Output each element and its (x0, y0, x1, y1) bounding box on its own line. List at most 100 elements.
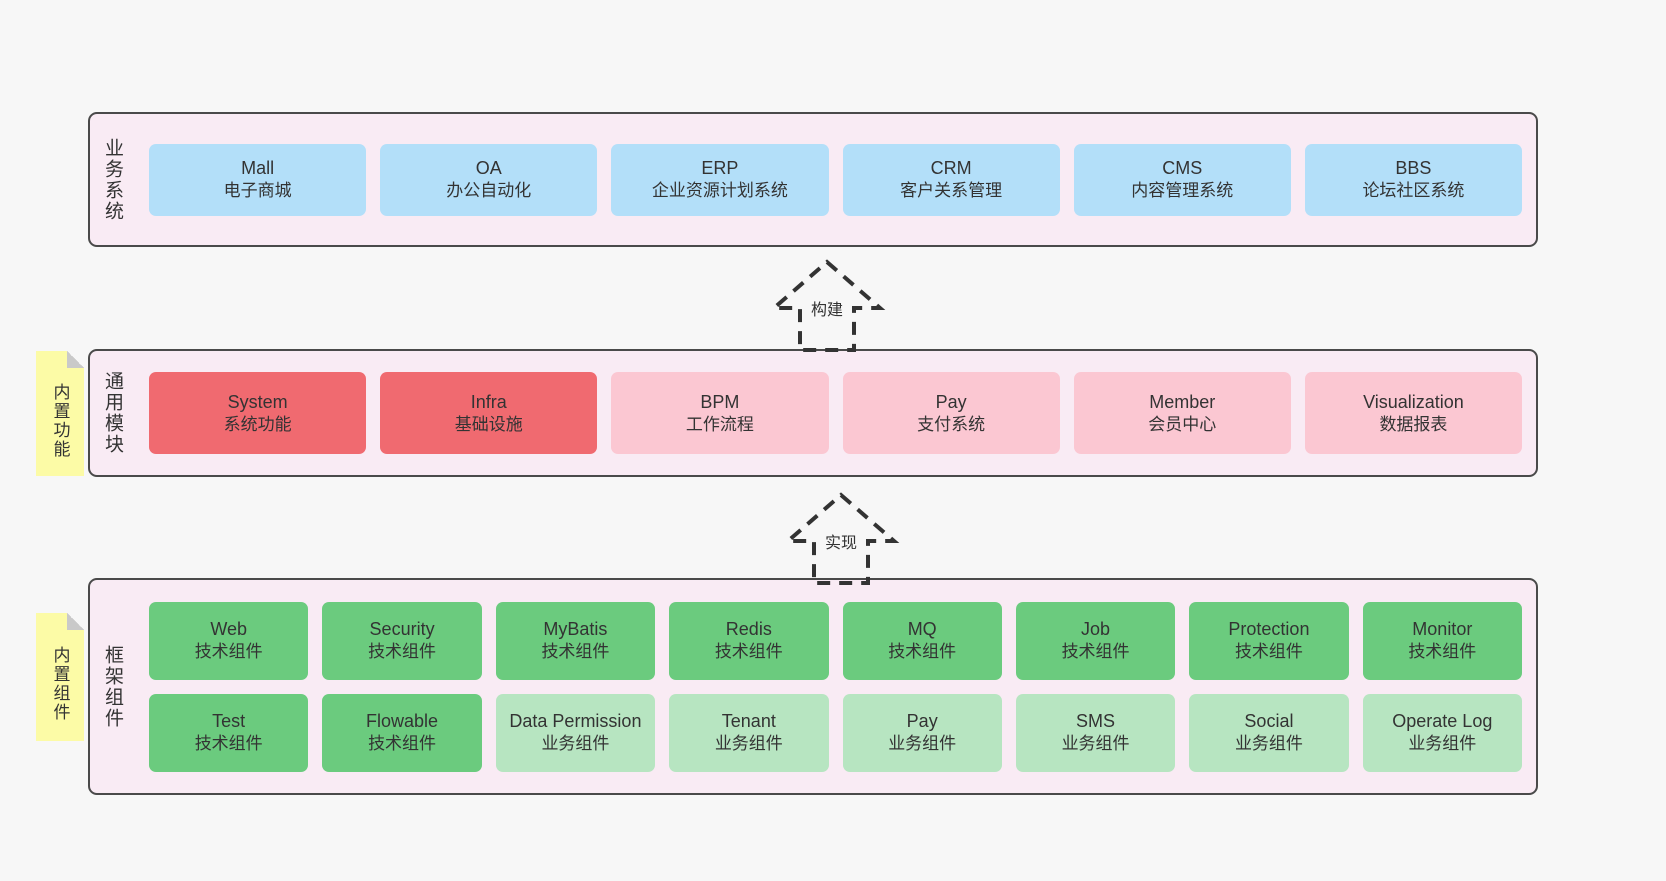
layer-label-framework-components: 框架组件 (102, 644, 123, 729)
card-operate-log[interactable]: Operate Log 业务组件 (1362, 693, 1522, 772)
card-row: Web 技术组件 Security 技术组件 MyBatis 技术组件 Redi… (149, 601, 1522, 680)
sticky-note-text: 内置功能 (50, 382, 70, 459)
card-subtitle: 会员中心 (1148, 414, 1217, 434)
card-title: Flowable (366, 711, 439, 732)
card-flowable[interactable]: Flowable 技术组件 (322, 693, 482, 772)
card-erp[interactable]: ERP 企业资源计划系统 (611, 143, 829, 216)
card-title: Monitor (1412, 619, 1473, 640)
card-title: System (227, 391, 288, 412)
card-member[interactable]: Member 会员中心 (1073, 372, 1291, 454)
sticky-note-builtin-features: 内置功能 (36, 351, 84, 476)
dashed-hollow-arrow-up-icon (782, 492, 900, 585)
card-pay-component[interactable]: Pay 业务组件 (842, 693, 1002, 772)
card-subtitle: 办公自动化 (446, 181, 532, 201)
card-subtitle: 业务组件 (1061, 734, 1130, 754)
card-subtitle: 工作流程 (685, 414, 754, 434)
card-subtitle: 内容管理系统 (1131, 181, 1234, 201)
card-system[interactable]: System 系统功能 (149, 372, 367, 454)
card-subtitle: 业务组件 (1408, 734, 1477, 754)
card-subtitle: 业务组件 (714, 734, 783, 754)
card-title: MyBatis (543, 619, 608, 640)
card-subtitle: 技术组件 (368, 642, 437, 662)
card-crm[interactable]: CRM 客户关系管理 (842, 143, 1060, 216)
sticky-note-text: 内置组件 (50, 646, 70, 722)
card-bpm[interactable]: BPM 工作流程 (611, 372, 829, 454)
card-redis[interactable]: Redis 技术组件 (669, 601, 829, 680)
card-subtitle: 电子商城 (223, 181, 292, 201)
layer-body-business-system: Mall 电子商城 OA 办公自动化 ERP 企业资源计划系统 CRM 客户关系… (135, 114, 1536, 245)
card-monitor[interactable]: Monitor 技术组件 (1362, 601, 1522, 680)
card-subtitle: 技术组件 (1408, 642, 1477, 662)
card-title: CRM (930, 158, 972, 179)
card-title: Web (210, 619, 248, 640)
card-test[interactable]: Test 技术组件 (149, 693, 309, 772)
card-title: Visualization (1363, 391, 1464, 412)
card-subtitle: 论坛社区系统 (1362, 181, 1465, 201)
card-title: BPM (700, 391, 740, 412)
card-subtitle: 支付系统 (917, 414, 986, 434)
layer-framework-components: 框架组件 Web 技术组件 Security 技术组件 MyBatis 技术组件… (88, 578, 1538, 795)
card-mall[interactable]: Mall 电子商城 (149, 143, 367, 216)
layer-body-framework-components: Web 技术组件 Security 技术组件 MyBatis 技术组件 Redi… (135, 580, 1536, 793)
card-title: Member (1149, 391, 1216, 412)
connector-label: 实现 (822, 529, 860, 553)
card-subtitle: 业务组件 (1234, 734, 1303, 754)
card-title: Mall (241, 158, 275, 179)
card-title: Redis (725, 619, 772, 640)
sticky-note-builtin-components: 内置组件 (36, 613, 84, 741)
card-subtitle: 技术组件 (1061, 642, 1130, 662)
card-data-permission[interactable]: Data Permission 业务组件 (495, 693, 656, 772)
card-title: Protection (1228, 619, 1310, 640)
dashed-hollow-arrow-up-icon (768, 259, 886, 352)
card-title: Pay (935, 391, 967, 412)
card-tenant[interactable]: Tenant 业务组件 (669, 693, 829, 772)
layer-common-modules: 通用模块 System 系统功能 Infra 基础设施 BPM 工作流程 Pay… (88, 349, 1538, 477)
card-mybatis[interactable]: MyBatis 技术组件 (495, 601, 656, 680)
card-subtitle: 业务组件 (541, 734, 610, 754)
card-title: CMS (1162, 158, 1203, 179)
card-row: Mall 电子商城 OA 办公自动化 ERP 企业资源计划系统 CRM 客户关系… (149, 143, 1523, 216)
layer-body-common-modules: System 系统功能 Infra 基础设施 BPM 工作流程 Pay 支付系统… (135, 351, 1536, 475)
card-subtitle: 企业资源计划系统 (651, 181, 788, 201)
card-title: Data Permission (509, 711, 642, 732)
card-cms[interactable]: CMS 内容管理系统 (1073, 143, 1291, 216)
card-visualization[interactable]: Visualization 数据报表 (1304, 372, 1523, 454)
card-subtitle: 技术组件 (368, 734, 437, 754)
card-job[interactable]: Job 技术组件 (1015, 601, 1176, 680)
card-pay-module[interactable]: Pay 支付系统 (842, 372, 1060, 454)
card-title: Tenant (721, 711, 776, 732)
card-subtitle: 技术组件 (194, 734, 263, 754)
card-subtitle: 客户关系管理 (900, 181, 1003, 201)
card-title: Social (1244, 711, 1294, 732)
connector-implement: 实现 (761, 489, 921, 585)
connector-build: 构建 (747, 256, 907, 352)
layer-business-system: 业务系统 Mall 电子商城 OA 办公自动化 ERP 企业资源计划系统 CRM… (88, 112, 1538, 247)
card-bbs[interactable]: BBS 论坛社区系统 (1304, 143, 1523, 216)
card-title: Security (369, 619, 435, 640)
card-subtitle: 系统功能 (223, 414, 292, 434)
card-title: Infra (470, 391, 507, 412)
card-web[interactable]: Web 技术组件 (149, 601, 309, 680)
card-protection[interactable]: Protection 技术组件 (1189, 601, 1349, 680)
card-title: Pay (906, 711, 938, 732)
card-sms[interactable]: SMS 业务组件 (1015, 693, 1176, 772)
card-mq[interactable]: MQ 技术组件 (842, 601, 1002, 680)
card-subtitle: 技术组件 (1234, 642, 1303, 662)
card-subtitle: 数据报表 (1379, 414, 1448, 434)
card-subtitle: 技术组件 (888, 642, 957, 662)
card-title: Operate Log (1392, 711, 1493, 732)
card-infra[interactable]: Infra 基础设施 (380, 372, 598, 454)
card-oa[interactable]: OA 办公自动化 (380, 143, 598, 216)
card-title: OA (475, 158, 502, 179)
card-subtitle: 业务组件 (888, 734, 957, 754)
card-title: SMS (1076, 711, 1116, 732)
layer-label-business-system: 业务系统 (102, 137, 123, 222)
card-title: BBS (1395, 158, 1432, 179)
card-security[interactable]: Security 技术组件 (322, 601, 482, 680)
card-subtitle: 技术组件 (194, 642, 263, 662)
card-subtitle: 技术组件 (714, 642, 783, 662)
card-title: Test (212, 711, 246, 732)
card-social[interactable]: Social 业务组件 (1189, 693, 1349, 772)
card-row: Test 技术组件 Flowable 技术组件 Data Permission … (149, 693, 1522, 772)
